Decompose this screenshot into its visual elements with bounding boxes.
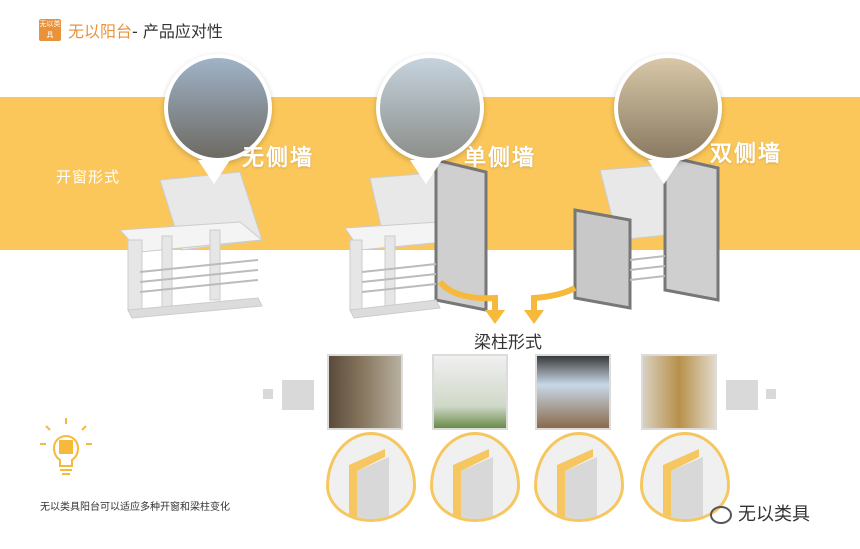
single-side-wall-label: 单侧墙 <box>464 146 537 171</box>
decor-square <box>766 389 776 399</box>
brand-name: 无以阳台 <box>68 22 133 41</box>
balcony-single-side-wall <box>344 158 488 319</box>
beam-detail-1 <box>326 432 416 522</box>
no-side-wall-label: 无侧墙 <box>242 146 315 171</box>
pointer <box>410 160 442 184</box>
decor-square <box>726 380 758 410</box>
beam-detail-2 <box>430 432 520 522</box>
pointer <box>648 160 680 184</box>
caption: 无以类具阳台可以适应多种开窗和梁柱变化 <box>40 502 230 513</box>
balcony-double-side-wall <box>573 154 720 310</box>
wechat-account: 无以类具 <box>710 500 810 526</box>
lightbulb-icon <box>40 418 92 475</box>
decor-square <box>282 380 314 410</box>
pointer <box>198 160 230 184</box>
window-form-label: 开窗形式 <box>56 168 121 186</box>
brand-logo: 无以类具 <box>39 19 61 41</box>
title-suffix: - 产品应对性 <box>132 22 223 41</box>
beam-photo-4 <box>641 354 717 430</box>
photo-double-side-wall <box>614 54 722 162</box>
wechat-icon <box>710 506 732 524</box>
beam-photo-1 <box>327 354 403 430</box>
arrow-icon <box>437 279 577 324</box>
balcony-illustrations <box>118 154 720 324</box>
beam-column-form-label: 梁柱形式 <box>474 333 542 353</box>
page-title: 无以阳台- 产品应对性 <box>68 18 223 42</box>
balcony-no-side-wall <box>118 171 264 319</box>
beam-photo-3 <box>535 354 611 430</box>
beam-photo-2 <box>432 354 508 430</box>
beam-detail-3 <box>534 432 624 522</box>
decor-square <box>263 389 273 399</box>
double-side-wall-label: 双侧墙 <box>710 142 783 167</box>
